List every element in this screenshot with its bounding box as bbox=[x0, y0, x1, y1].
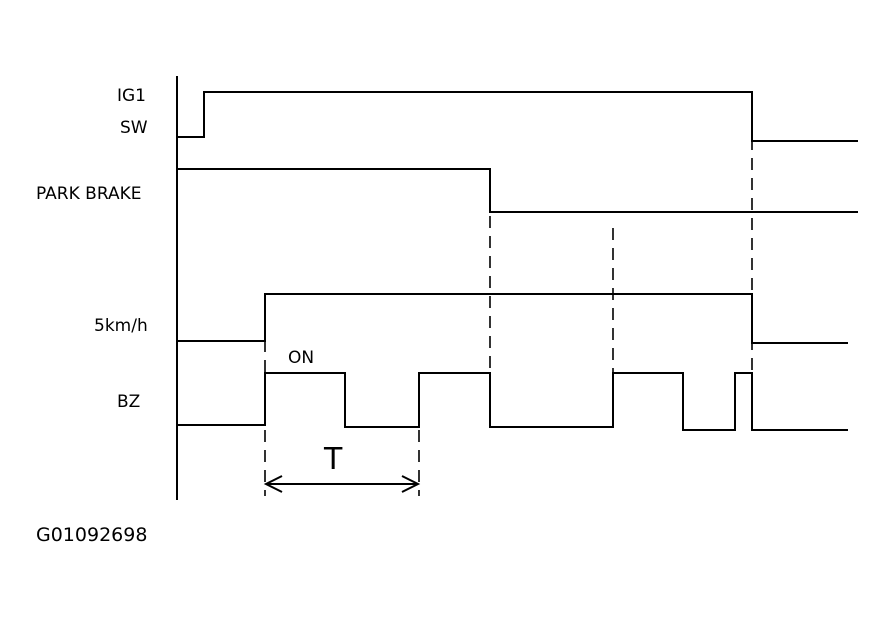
figure-id: G01092698 bbox=[36, 524, 148, 546]
label-park-brake: PARK BRAKE bbox=[36, 184, 141, 204]
label-period: T bbox=[323, 442, 343, 477]
waveform-bz bbox=[177, 372, 848, 431]
waveform-park-brake bbox=[177, 168, 858, 213]
label-bz: BZ bbox=[117, 392, 140, 412]
label-ig1: IG1 bbox=[117, 86, 146, 106]
waveform-ig1-sw bbox=[177, 91, 858, 142]
label-sw: SW bbox=[120, 118, 148, 138]
label-on: ON bbox=[288, 348, 314, 368]
label-speed: 5km/h bbox=[94, 316, 148, 336]
period-arrow bbox=[263, 475, 421, 493]
waveform-speed bbox=[177, 293, 848, 344]
